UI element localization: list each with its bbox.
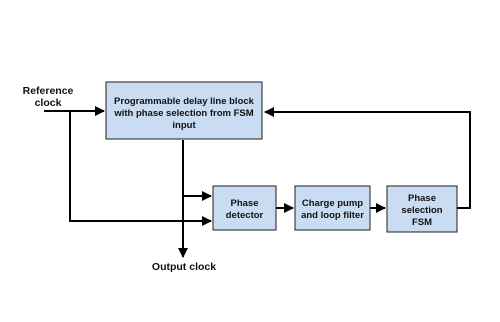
connections xyxy=(44,106,471,258)
charge-pump-block: Charge pump and loop filter xyxy=(294,185,371,231)
phase-detector-block: Phase detector xyxy=(212,185,277,231)
fsm-block: Phase selection FSM xyxy=(386,185,458,233)
delay-line-label-line-3: input xyxy=(172,120,196,131)
fsm-feedback-to-delay-line-arrow xyxy=(264,107,471,209)
phase-detector-label-line-2: detector xyxy=(226,210,264,221)
output-clock-label: Output clock xyxy=(152,261,216,273)
delay-line-label-line-2: with phase selection from FSM xyxy=(113,108,253,119)
fsm-label-line-3: FSM xyxy=(412,217,432,228)
phase-detector-label-line-1: Phase xyxy=(231,198,259,209)
reference-clock-label-line-1: Reference xyxy=(23,85,74,97)
delay-line-block: Programmable delay line block with phase… xyxy=(105,81,263,140)
ref-clock-to-phase-detector-arrow xyxy=(69,111,212,226)
charge-pump-label-line-2: and loop filter xyxy=(301,210,364,221)
delay-line-label-line-1: Programmable delay line block xyxy=(114,96,255,107)
fsm-label-line-2: selection xyxy=(401,205,442,216)
fsm-label-line-1: Phase xyxy=(408,193,436,204)
reference-clock-label-line-2: clock xyxy=(35,97,62,109)
charge-pump-label-line-1: Charge pump xyxy=(302,198,363,209)
